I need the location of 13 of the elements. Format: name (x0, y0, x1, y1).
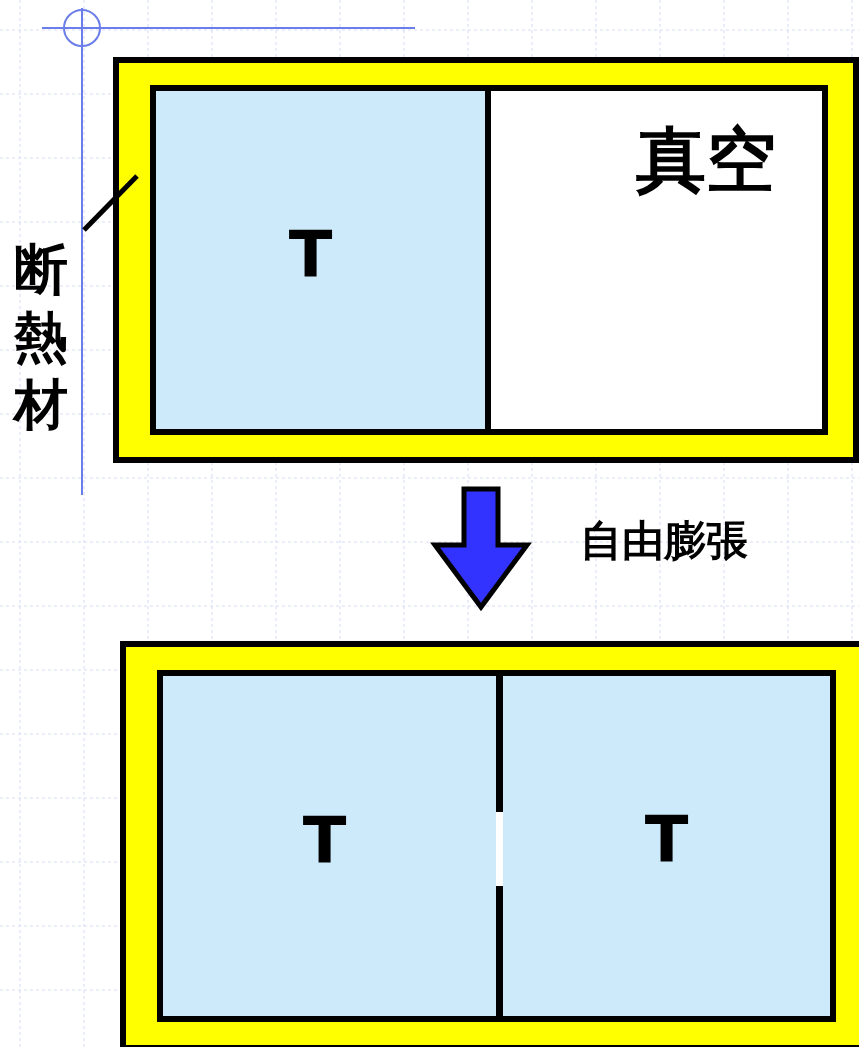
chamber-label: T (302, 809, 347, 873)
chamber-label: T (644, 808, 689, 872)
insulated-container (113, 57, 859, 463)
edge-label: 自由膨張 (580, 520, 748, 562)
chamber-label: 真空 (636, 125, 776, 195)
chamber-label: T (288, 223, 333, 287)
leader-line (82, 174, 139, 232)
gas-chamber (163, 676, 496, 1016)
gas-chamber (503, 676, 830, 1016)
gas-chamber (156, 91, 491, 429)
material-label: 断熱材 (14, 236, 80, 439)
block-arrow (430, 486, 532, 612)
insulated-container (120, 641, 859, 1047)
